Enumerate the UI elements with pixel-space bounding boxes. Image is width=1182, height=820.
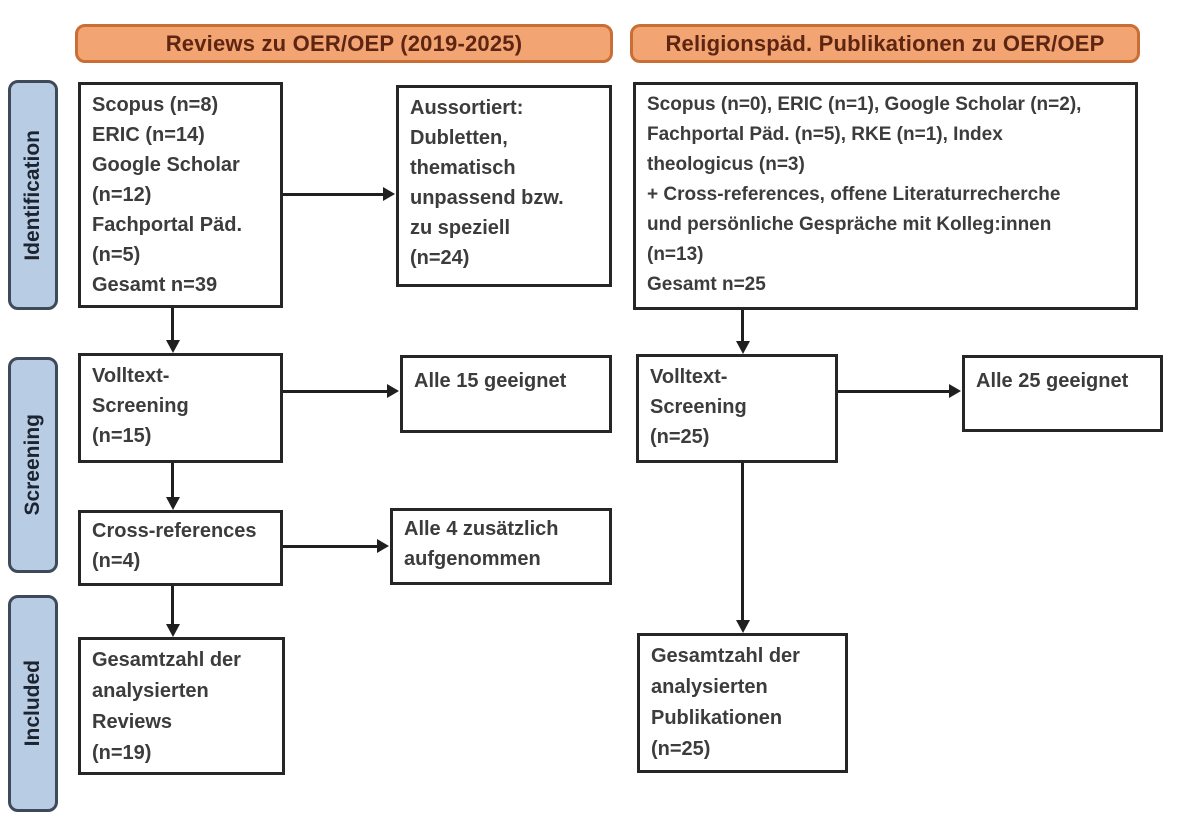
arrow-screening-to-crossref-head-icon (166, 497, 180, 510)
arrow-relpaed-screening-to-included-line (741, 463, 744, 621)
arrow-relpaed-screening-to-alle25-line (838, 390, 951, 393)
stage-identification-label: Identification (21, 129, 44, 261)
box-reviews-sources: Scopus (n=8) ERIC (n=14) Google Scholar … (78, 82, 283, 308)
arrow-crossref-to-alle4-head-icon (377, 539, 389, 553)
arrow-relpaed-sources-to-screening-head-icon (736, 341, 750, 354)
arrow-screening-to-alle15-head-icon (387, 384, 399, 398)
column-header-religionspaed-label: Religionspäd. Publikationen zu OER/OEP (665, 30, 1105, 56)
arrow-crossref-to-alle4-line (283, 545, 379, 548)
column-header-reviews: Reviews zu OER/OEP (2019-2025) (75, 24, 613, 63)
box-volltext-screening-reviews: Volltext- Screening (n=15) (78, 353, 283, 463)
arrow-sources-to-aussortiert-line (283, 193, 385, 196)
arrow-crossref-to-included-line (171, 586, 174, 626)
box-alle-4-zusaetzlich: Alle 4 zusätzlich aufgenommen (390, 508, 612, 585)
stage-included: Included (8, 595, 58, 812)
box-volltext-screening-relpaed: Volltext- Screening (n=25) (636, 354, 838, 463)
box-relpaed-sources: Scopus (n=0), ERIC (n=1), Google Scholar… (633, 82, 1138, 310)
arrow-relpaed-sources-to-screening-line (741, 310, 744, 343)
box-gesamt-reviews: Gesamtzahl der analysierten Reviews (n=1… (78, 637, 285, 775)
stage-screening: Screening (8, 357, 58, 573)
arrow-crossref-to-included-head-icon (166, 624, 180, 637)
arrow-sources-to-screening-line (171, 308, 174, 342)
arrow-relpaed-screening-to-included-head-icon (736, 620, 750, 633)
stage-screening-label: Screening (21, 414, 44, 516)
box-cross-references: Cross-references (n=4) (78, 510, 283, 586)
box-aussortiert: Aussortiert: Dubletten, thematisch unpas… (396, 85, 612, 287)
arrow-screening-to-alle15-line (283, 390, 389, 393)
box-alle-15-geeignet: Alle 15 geeignet (400, 355, 612, 433)
box-gesamt-publikationen: Gesamtzahl der analysierten Publikatione… (637, 633, 848, 773)
arrow-sources-to-aussortiert-head-icon (383, 187, 395, 201)
stage-identification: Identification (8, 80, 58, 310)
box-alle-25-geeignet: Alle 25 geeignet (962, 355, 1163, 432)
column-header-religionspaed: Religionspäd. Publikationen zu OER/OEP (630, 24, 1140, 63)
column-header-reviews-label: Reviews zu OER/OEP (2019-2025) (165, 30, 523, 56)
arrow-relpaed-screening-to-alle25-head-icon (949, 384, 961, 398)
arrow-screening-to-crossref-line (171, 463, 174, 499)
stage-included-label: Included (21, 660, 44, 747)
arrow-sources-to-screening-head-icon (166, 340, 180, 353)
